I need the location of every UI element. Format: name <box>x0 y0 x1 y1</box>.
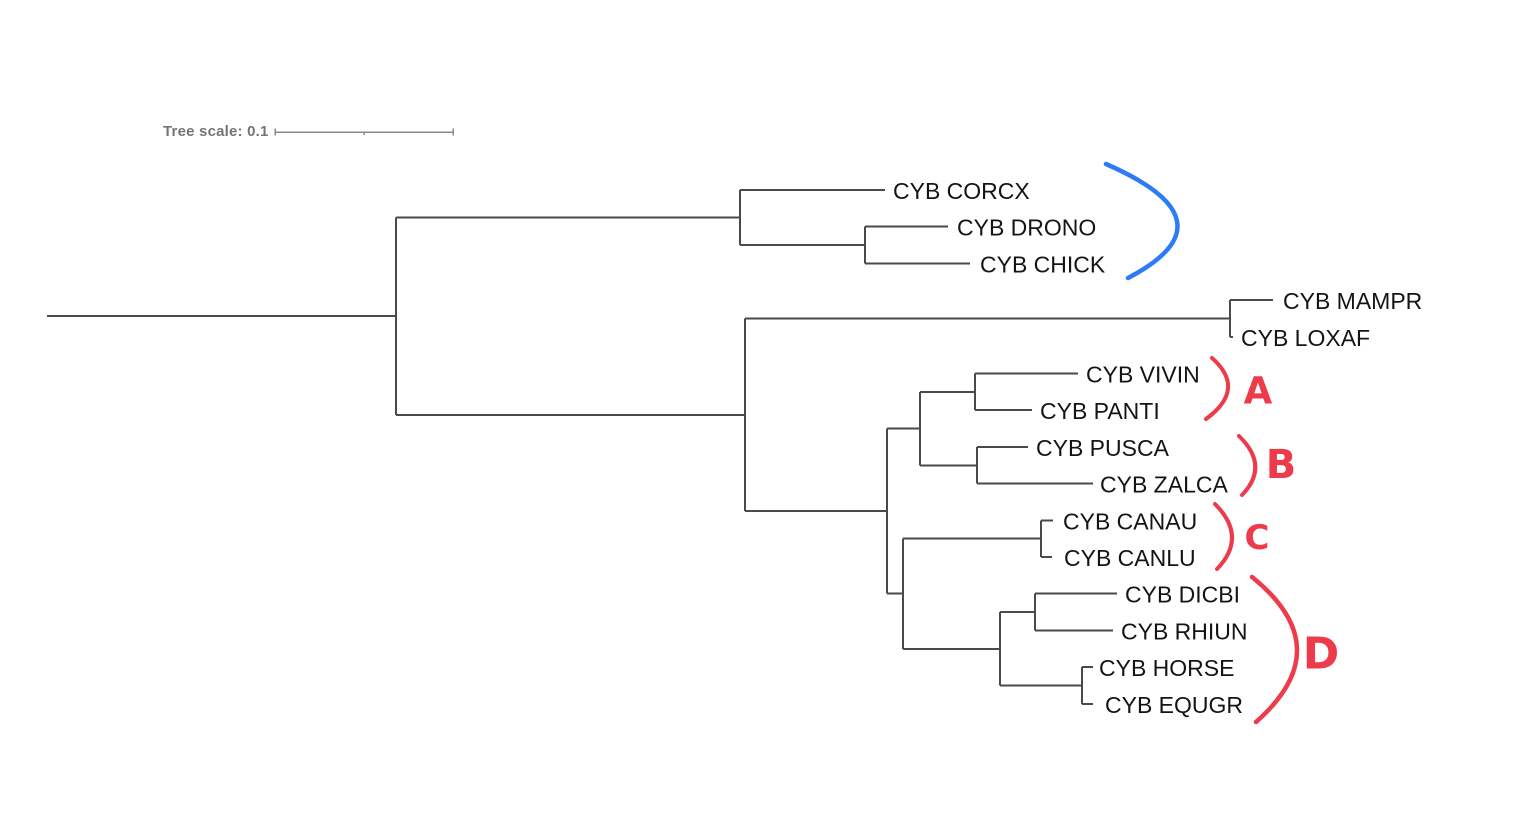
tree-scale-label: Tree scale: 0.1 <box>163 123 269 140</box>
clade-letter-a: A <box>1244 370 1273 413</box>
leaf-label-cyb-canlu: CYB CANLU <box>1064 545 1196 571</box>
leaf-label-cyb-dicbi: CYB DICBI <box>1125 582 1240 608</box>
clade-bracket-blue <box>1103 161 1180 281</box>
leaf-label-cyb-zalca: CYB ZALCA <box>1100 472 1228 498</box>
leaf-label-cyb-panti: CYB PANTI <box>1040 398 1160 424</box>
clade-bracket-d <box>1249 574 1300 725</box>
leaf-label-cyb-pusca: CYB PUSCA <box>1036 435 1170 461</box>
leaf-label-cyb-vivin: CYB VIVIN <box>1086 362 1200 388</box>
clade-letter-c: C <box>1245 518 1270 558</box>
clade-bracket-b <box>1237 434 1258 497</box>
leaf-label-cyb-horse: CYB HORSE <box>1099 655 1234 681</box>
leaf-label-cyb-equgr: CYB EQUGR <box>1105 692 1243 718</box>
clade-bracket-c <box>1213 502 1234 571</box>
leaf-label-cyb-chick: CYB CHICK <box>980 251 1106 277</box>
leaf-label-cyb-loxaf: CYB LOXAF <box>1241 325 1370 351</box>
leaf-label-cyb-mampr: CYB MAMPR <box>1283 288 1422 314</box>
clade-letter-d: D <box>1303 629 1340 680</box>
leaf-label-cyb-drono: CYB DRONO <box>957 215 1096 241</box>
clade-letter-b: B <box>1266 442 1297 488</box>
leaf-label-cyb-corcx: CYB CORCX <box>893 178 1030 204</box>
clade-bracket-a <box>1204 356 1230 421</box>
leaf-label-cyb-rhiun: CYB RHIUN <box>1121 618 1248 644</box>
leaf-label-cyb-canau: CYB CANAU <box>1063 508 1197 534</box>
